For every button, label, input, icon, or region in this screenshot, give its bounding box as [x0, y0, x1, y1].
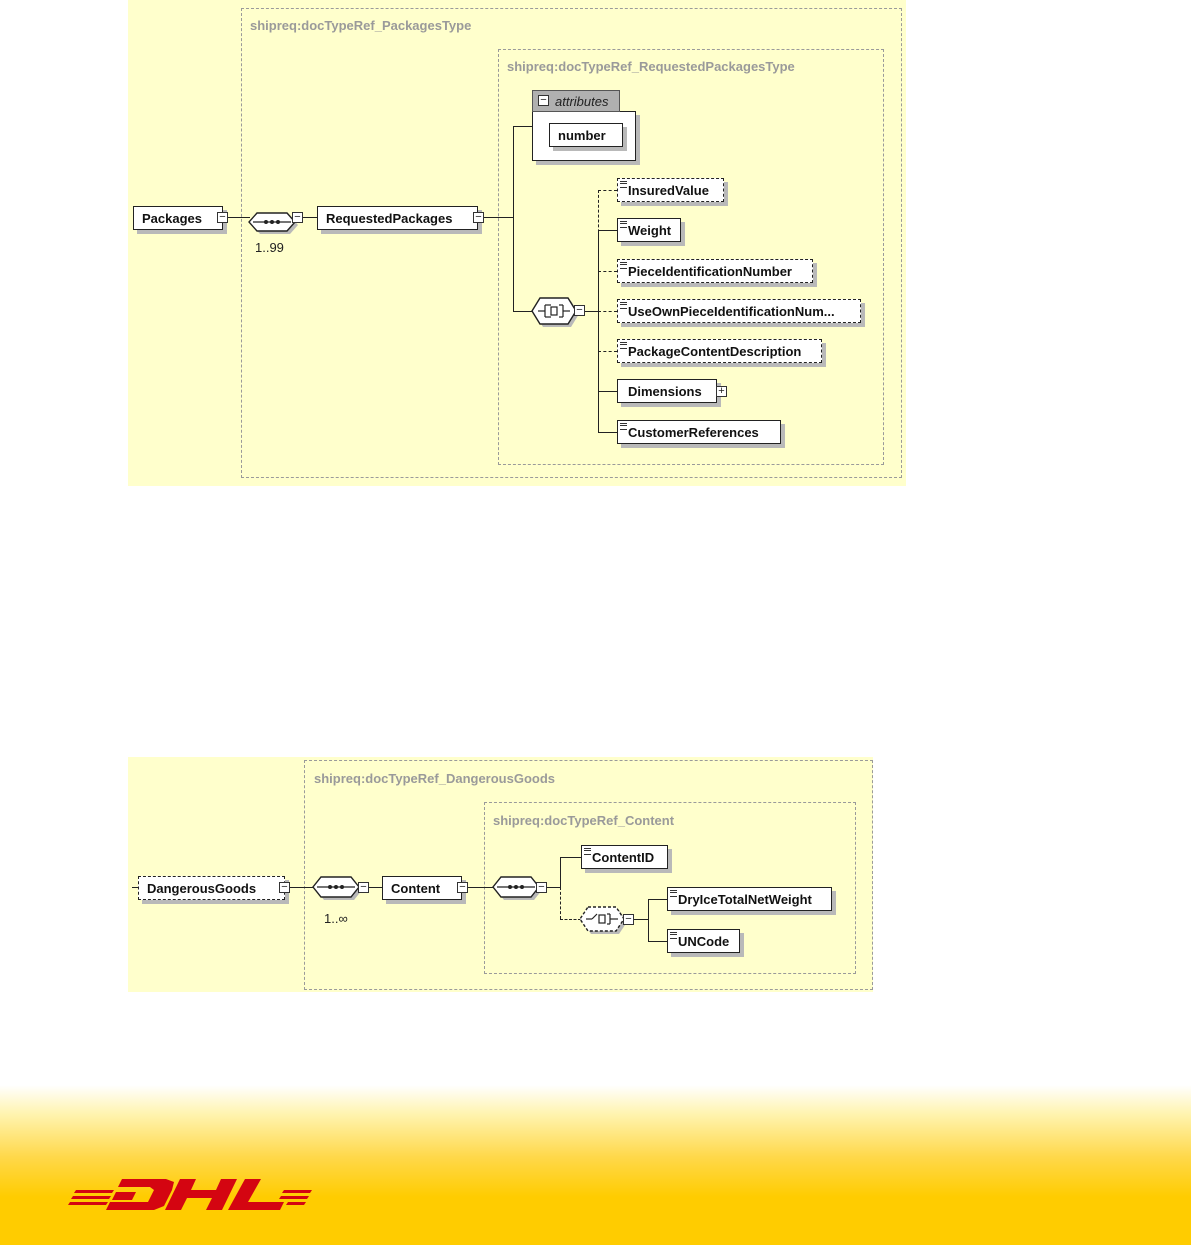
dangerous-goods-label: DangerousGoods: [147, 880, 257, 896]
collapse-icon[interactable]: −: [473, 212, 484, 223]
packages-type-frame: [241, 8, 902, 478]
text-content-icon: [620, 342, 627, 349]
collapse-icon[interactable]: −: [574, 305, 585, 316]
text-content-icon: [620, 221, 627, 228]
element-insured-value[interactable]: InsuredValue: [617, 178, 724, 202]
dangerous-goods-type-label: shipreq:docTypeRef_DangerousGoods: [314, 771, 556, 786]
occurrence-label: 1..∞: [324, 911, 348, 926]
element-label: UseOwnPieceIdentificationNum...: [628, 303, 835, 319]
sequence-compositor-icon[interactable]: [248, 205, 299, 239]
element-label: ContentID: [592, 849, 655, 865]
footer-band: [0, 1085, 1191, 1245]
packages-element[interactable]: Packages: [133, 206, 223, 230]
wire: [598, 351, 617, 352]
attribute-number-label: number: [558, 127, 606, 143]
collapse-icon[interactable]: −: [279, 882, 290, 893]
text-content-icon: [620, 423, 627, 430]
text-content-icon: [620, 181, 627, 188]
choice-compositor-icon[interactable]: [579, 906, 630, 936]
expand-icon[interactable]: +: [716, 386, 727, 397]
requested-packages-type-frame: [498, 49, 884, 465]
element-use-own-piece-identification-number[interactable]: UseOwnPieceIdentificationNum...: [617, 299, 861, 323]
wire: [648, 899, 667, 901]
wire: [648, 941, 667, 943]
attributes-label: attributes: [555, 93, 609, 109]
wire: [634, 919, 649, 921]
element-label: CustomerReferences: [628, 424, 759, 440]
wire: [132, 887, 138, 888]
collapse-icon[interactable]: −: [358, 882, 369, 893]
wire: [585, 311, 599, 313]
element-label: Weight: [628, 222, 672, 238]
collapse-icon[interactable]: −: [623, 914, 634, 925]
requested-packages-element[interactable]: RequestedPackages: [317, 206, 478, 230]
element-label: PieceIdentificationNumber: [628, 263, 792, 279]
dangerous-goods-element[interactable]: DangerousGoods: [138, 876, 285, 900]
wire: [560, 919, 581, 920]
collapse-icon[interactable]: −: [457, 882, 468, 893]
wire: [598, 230, 617, 232]
wire: [560, 857, 581, 859]
attributes-tab[interactable]: attributes: [532, 90, 620, 112]
diagram-2-panel: [128, 757, 873, 992]
element-label: DryIceTotalNetWeight: [678, 891, 812, 907]
sequence-compositor-icon[interactable]: [492, 875, 543, 905]
element-package-content-description[interactable]: PackageContentDescription: [617, 339, 822, 363]
diagram-1-panel: [128, 0, 906, 486]
wire: [290, 887, 314, 889]
element-un-code[interactable]: UNCode: [667, 929, 740, 953]
wire: [560, 857, 562, 888]
collapse-icon[interactable]: −: [292, 212, 303, 223]
packages-label: Packages: [142, 210, 202, 226]
wire: [598, 190, 617, 191]
wire: [648, 899, 650, 941]
collapse-icon[interactable]: −: [538, 95, 549, 106]
wire: [598, 432, 617, 434]
text-content-icon: [620, 262, 627, 269]
wire: [598, 311, 600, 432]
wire: [560, 887, 561, 919]
element-customer-references[interactable]: CustomerReferences: [617, 420, 781, 444]
wire: [546, 887, 561, 889]
wire: [368, 887, 383, 889]
element-dry-ice-total-net-weight[interactable]: DryIceTotalNetWeight: [667, 887, 832, 911]
element-label: Dimensions: [628, 383, 702, 399]
wire: [228, 217, 250, 219]
wire: [303, 217, 319, 219]
sequence-compositor-icon[interactable]: [312, 875, 363, 909]
attribute-number[interactable]: number: [549, 123, 623, 147]
requested-packages-label: RequestedPackages: [326, 210, 453, 226]
requested-packages-type-label: shipreq:docTypeRef_RequestedPackagesType: [507, 59, 795, 74]
element-label: UNCode: [678, 933, 730, 949]
dangerous-goods-type-frame: [304, 760, 873, 990]
element-label: InsuredValue: [628, 182, 709, 198]
wire: [513, 311, 533, 313]
collapse-icon[interactable]: −: [536, 882, 547, 893]
content-element[interactable]: Content: [382, 876, 462, 900]
wire: [513, 126, 533, 128]
content-label: Content: [391, 880, 441, 896]
occurrence-label: 1..99: [255, 240, 284, 255]
wire: [598, 311, 617, 312]
text-content-icon: [584, 848, 591, 855]
choice-compositor-icon[interactable]: [531, 297, 582, 327]
element-content-id[interactable]: ContentID: [581, 845, 668, 869]
wire: [598, 271, 617, 272]
wire: [468, 887, 494, 889]
element-weight[interactable]: Weight: [617, 218, 681, 242]
text-content-icon: [670, 932, 677, 939]
packages-type-label: shipreq:docTypeRef_PackagesType: [250, 18, 472, 33]
element-piece-identification-number[interactable]: PieceIdentificationNumber: [617, 259, 813, 283]
text-content-icon: [620, 302, 627, 309]
element-label: PackageContentDescription: [628, 343, 802, 359]
wire: [484, 217, 514, 219]
content-type-label: shipreq:docTypeRef_Content: [493, 813, 675, 828]
collapse-icon[interactable]: −: [217, 212, 228, 223]
text-content-icon: [670, 890, 677, 897]
element-dimensions[interactable]: Dimensions: [617, 379, 717, 403]
wire: [598, 230, 600, 311]
wire: [598, 391, 617, 393]
wire: [513, 126, 515, 312]
dhl-logo: [68, 1179, 312, 1210]
